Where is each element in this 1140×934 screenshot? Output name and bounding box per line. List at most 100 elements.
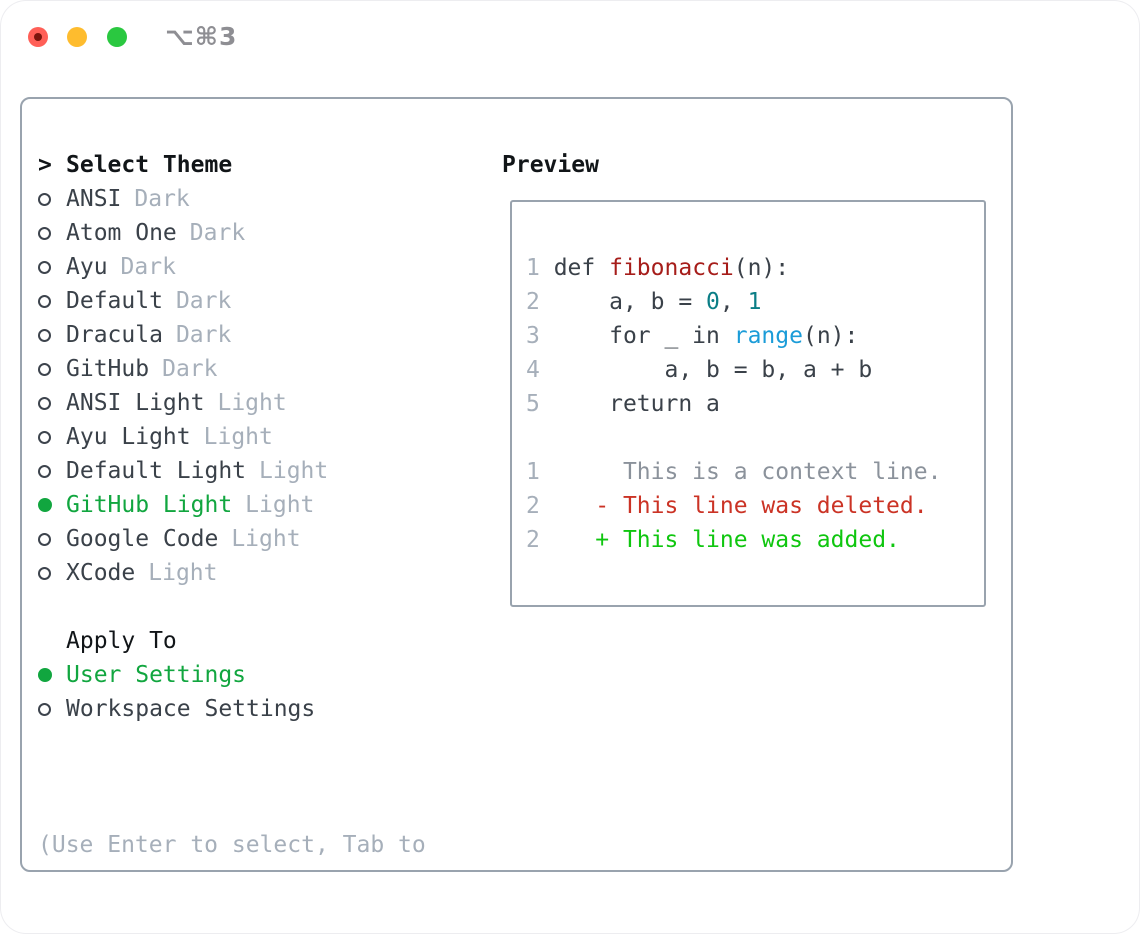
radio-selected-icon	[38, 498, 52, 512]
token-plain: def	[539, 255, 610, 281]
line-number: 3	[526, 323, 540, 349]
theme-item-dracula-marker	[38, 328, 66, 342]
apply-option-user-settings-marker	[38, 668, 66, 682]
apply-option-user-settings[interactable]: User Settings	[38, 658, 315, 692]
theme-item-ansi-label: ANSI	[66, 186, 122, 212]
theme-item-github-light-label: GitHub Light	[66, 492, 233, 518]
radio-icon	[38, 396, 51, 410]
radio-icon	[38, 294, 51, 308]
radio-icon	[38, 464, 51, 478]
preview-line-diff-added: 2 + This line was added.	[526, 523, 941, 557]
theme-item-ayu-light[interactable]: Ayu Light Light	[38, 420, 328, 454]
line-number: 2	[526, 289, 540, 315]
radio-icon	[38, 430, 51, 444]
apply-option-workspace-settings-label: Workspace Settings	[66, 696, 316, 722]
radio-icon	[38, 702, 51, 716]
token-ctx: This is a context line.	[539, 459, 942, 485]
line-number: 2	[526, 527, 540, 553]
preview-line-diff-context: 1 This is a context line.	[526, 455, 941, 489]
traffic-light-close-button[interactable]	[28, 27, 48, 47]
apply-option-user-settings-label: User Settings	[66, 662, 247, 688]
token-plain: return a	[539, 391, 720, 417]
theme-item-ayu-light-variant: Light	[203, 424, 273, 450]
hint-line-1: (Use Enter to select, Tab to	[38, 832, 426, 858]
apply-to-header-label: Apply To	[66, 628, 177, 654]
unsaved-dot-icon	[34, 33, 42, 41]
token-plain: (n):	[733, 255, 790, 281]
traffic-light-minimize-button[interactable]	[67, 27, 87, 47]
theme-item-github-marker	[38, 362, 66, 376]
theme-list-header-marker: >	[38, 152, 66, 178]
theme-item-github-light[interactable]: GitHub Light Light	[38, 488, 328, 522]
theme-item-xcode-label: XCode	[66, 560, 136, 586]
radio-icon	[38, 260, 51, 274]
line-number: 1	[526, 459, 540, 485]
theme-item-ayu-light-marker	[38, 430, 66, 444]
radio-icon	[38, 532, 51, 546]
theme-item-ayu-variant: Dark	[120, 254, 176, 280]
token-num: 1	[747, 289, 762, 315]
apply-option-workspace-settings[interactable]: Workspace Settings	[38, 692, 315, 726]
theme-item-ayu-marker	[38, 260, 66, 274]
preview-line-diff-deleted: 2 - This line was deleted.	[526, 489, 941, 523]
theme-item-ayu[interactable]: Ayu Dark	[38, 250, 328, 284]
theme-item-ansi-variant: Dark	[134, 186, 190, 212]
token-plain: a, b = b, a + b	[539, 357, 873, 383]
theme-item-ayu-light-label: Ayu Light	[66, 424, 191, 450]
line-number: 1	[526, 255, 540, 281]
token-add: + This line was added.	[595, 527, 900, 553]
theme-list-header: > Select Theme	[38, 148, 328, 182]
theme-item-xcode[interactable]: XCode Light	[38, 556, 328, 590]
theme-item-default-marker	[38, 294, 66, 308]
theme-item-dracula-label: Dracula	[66, 322, 163, 348]
preview-line-code: 5 return a	[526, 387, 941, 421]
theme-item-xcode-variant: Light	[148, 560, 218, 586]
theme-item-dracula-variant: Dark	[175, 322, 232, 348]
theme-item-atom-one-label: Atom One	[66, 220, 177, 246]
radio-selected-icon	[38, 668, 52, 682]
preview-title: Preview	[502, 152, 599, 178]
line-number: 2	[526, 493, 540, 519]
theme-list-header-label: Select Theme	[66, 152, 233, 178]
token-fn: fibonacci	[609, 255, 734, 281]
theme-item-ansi[interactable]: ANSI Dark	[38, 182, 328, 216]
theme-item-github-label: GitHub	[66, 356, 150, 382]
theme-item-default-light-marker	[38, 464, 66, 478]
theme-item-atom-one-marker	[38, 226, 66, 240]
line-number: 4	[526, 357, 540, 383]
preview-line-code: 4 a, b = b, a + b	[526, 353, 941, 387]
token-plain: a, b =	[539, 289, 707, 315]
hint-line-2: change focus)	[38, 930, 426, 934]
theme-item-xcode-marker	[38, 566, 66, 580]
preview-line-code: 1 def fibonacci(n):	[526, 251, 941, 285]
keyboard-hint: (Use Enter to select, Tab to change focu…	[38, 760, 426, 934]
theme-item-google-code-variant: Light	[231, 526, 301, 552]
radio-icon	[38, 566, 51, 580]
theme-item-dracula[interactable]: Dracula Dark	[38, 318, 328, 352]
token-plain: (n):	[802, 323, 859, 349]
theme-item-github-light-variant: Light	[245, 492, 315, 518]
token-plain: for _ in	[539, 323, 734, 349]
theme-item-ansi-light-marker	[38, 396, 66, 410]
theme-item-ayu-label: Ayu	[66, 254, 108, 280]
traffic-light-zoom-button[interactable]	[107, 27, 127, 47]
theme-item-ansi-marker	[38, 192, 66, 206]
theme-item-github-light-marker	[38, 498, 66, 512]
preview-line-code: 3 for _ in range(n):	[526, 319, 941, 353]
radio-icon	[38, 192, 51, 206]
theme-item-default-variant: Dark	[175, 288, 232, 314]
token-builtin: range	[733, 323, 803, 349]
radio-icon	[38, 328, 51, 342]
caret-icon: >	[38, 152, 52, 178]
token-plain	[540, 493, 595, 519]
